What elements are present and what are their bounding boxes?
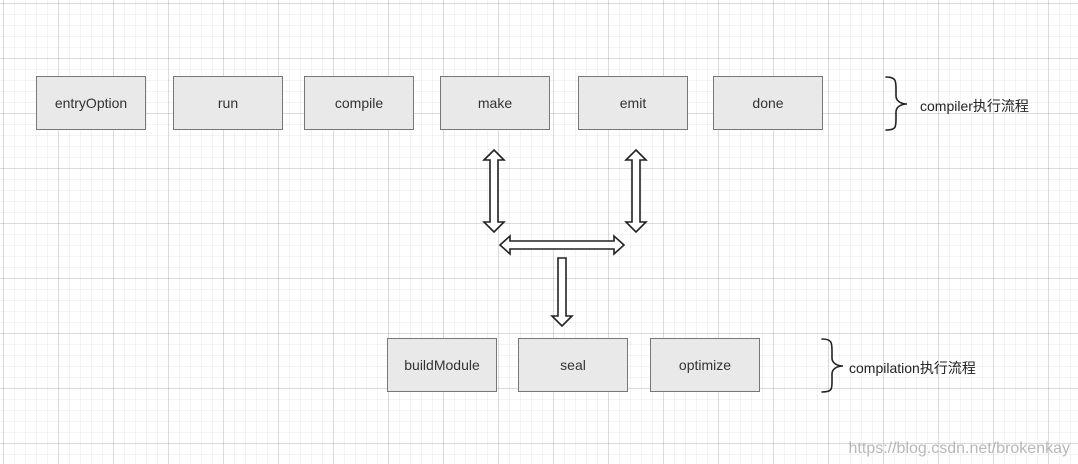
step-label: done bbox=[752, 95, 784, 111]
step-label: buildModule bbox=[404, 357, 480, 373]
compiler-step-run: run bbox=[173, 76, 283, 130]
compiler-step-done: done bbox=[713, 76, 823, 130]
step-label: seal bbox=[560, 357, 586, 373]
double-arrow-emit bbox=[624, 148, 648, 234]
compiler-step-emit: emit bbox=[578, 76, 688, 130]
step-label: compile bbox=[334, 95, 384, 111]
compiler-step-make: make bbox=[440, 76, 550, 130]
compiler-step-compile: compile bbox=[304, 76, 414, 130]
double-arrow-horizontal bbox=[498, 234, 626, 256]
compilation-group-label: compilation执行流程 bbox=[849, 360, 976, 376]
step-label: make bbox=[477, 95, 513, 111]
compilation-step-buildmodule: buildModule bbox=[387, 338, 497, 392]
watermark: https://blog.csdn.net/brokenkay bbox=[848, 440, 1070, 457]
step-label: run bbox=[217, 95, 239, 111]
compilation-step-seal: seal bbox=[518, 338, 628, 392]
compiler-group-label: compiler执行流程 bbox=[920, 98, 1029, 114]
down-arrow-to-seal bbox=[550, 257, 574, 328]
brace-compilation bbox=[821, 338, 844, 393]
step-label: entryOption bbox=[54, 95, 128, 111]
step-label: optimize bbox=[678, 357, 732, 373]
compiler-step-entryoption: entryOption bbox=[36, 76, 146, 130]
compilation-step-optimize: optimize bbox=[650, 338, 760, 392]
brace-compiler bbox=[885, 76, 908, 131]
double-arrow-make bbox=[482, 148, 506, 234]
step-label: emit bbox=[619, 95, 647, 111]
